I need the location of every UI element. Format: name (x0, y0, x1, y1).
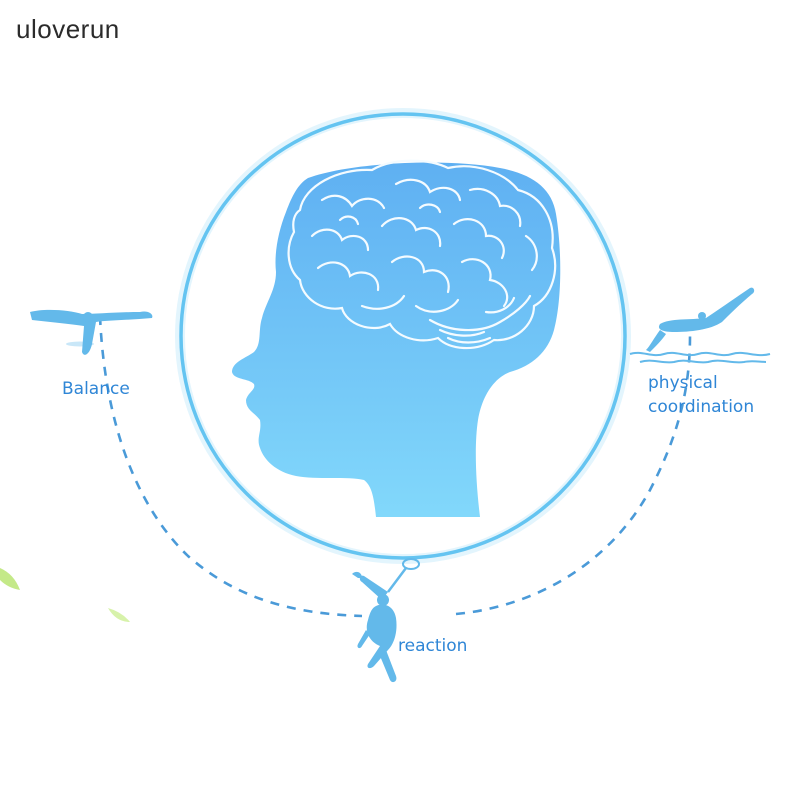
connector-dashes (98, 315, 692, 618)
center-ring (175, 108, 631, 564)
yoga-balance-figure-icon (30, 309, 153, 355)
head-silhouette-icon (232, 162, 561, 517)
label-balance: Balance (62, 379, 130, 399)
brand-logo: uloverun (16, 14, 120, 44)
label-physical-line2: coordination (648, 397, 755, 417)
swimmer-figure-icon (646, 287, 755, 352)
brain-icon (287, 159, 557, 350)
label-physical-line1: physical (648, 373, 718, 393)
badminton-player-icon (352, 558, 420, 683)
label-physical-coordination: physical coordination (648, 371, 754, 419)
label-reaction: reaction (398, 636, 468, 656)
leaf-icon (0, 568, 130, 622)
water-wave-icon (629, 351, 771, 364)
